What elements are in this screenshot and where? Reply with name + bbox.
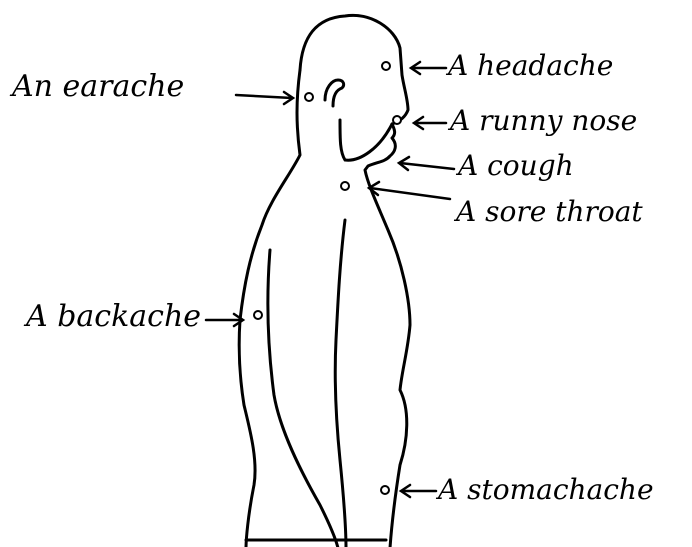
dot-stomach [381, 486, 389, 494]
arrow-headache [411, 62, 446, 74]
dot-head [382, 62, 390, 70]
arrow-stomachache [401, 485, 436, 497]
body-silhouette [300, 15, 410, 547]
label-cough: A cough [458, 152, 574, 180]
back-outline [239, 70, 300, 547]
ear-shape [325, 80, 344, 106]
arrow-earache [236, 92, 293, 104]
label-backache: A backache [26, 302, 201, 332]
label-sore-throat: A sore throat [456, 198, 643, 226]
arm-back [268, 250, 338, 547]
label-stomachache: A stomachache [438, 476, 654, 504]
arrow-cough [399, 157, 454, 170]
dot-back [254, 311, 262, 319]
arrow-sore-throat [369, 182, 450, 199]
label-runny-nose: A runny nose [450, 107, 637, 135]
arrow-backache [206, 314, 243, 326]
dot-ear [305, 93, 313, 101]
arm-front [335, 220, 346, 547]
label-headache: A headache [448, 52, 613, 80]
arrow-runny-nose [414, 117, 446, 129]
label-earache: An earache [12, 72, 184, 102]
dot-throat [341, 182, 349, 190]
chin-line [340, 120, 392, 160]
dot-nose [393, 116, 401, 124]
